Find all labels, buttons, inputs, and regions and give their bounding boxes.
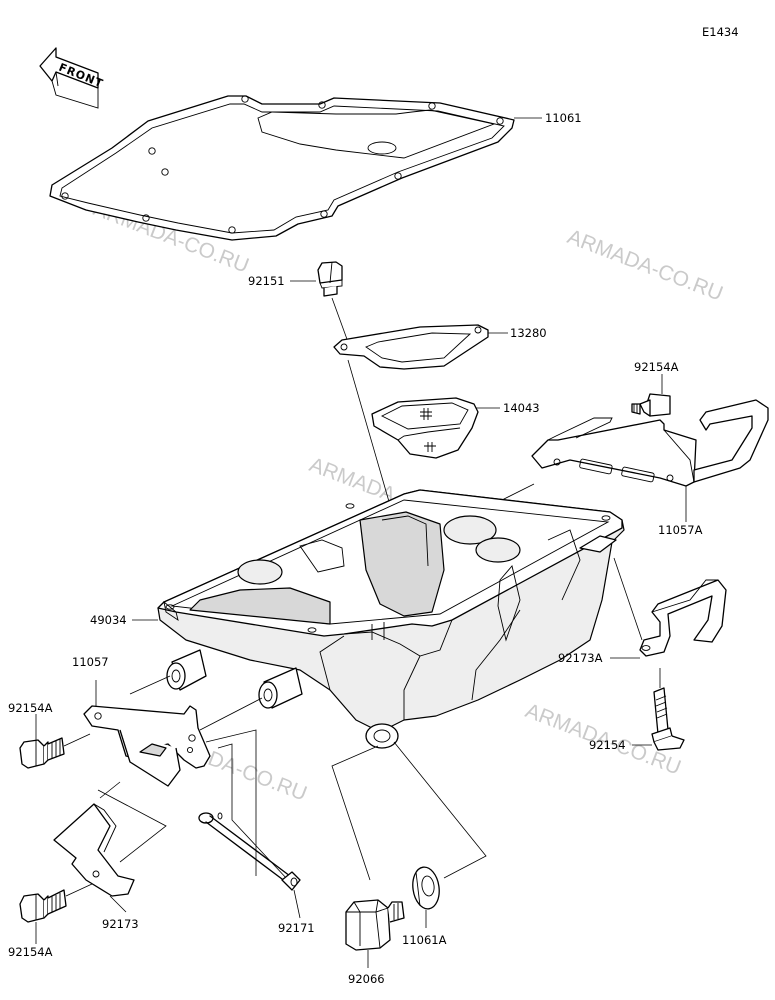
front-arrow-icon: FRONT bbox=[39, 47, 105, 109]
drain-plug-92066 bbox=[345, 899, 405, 951]
label-13280: 13280 bbox=[510, 326, 547, 340]
label-11057A: 11057A bbox=[658, 523, 703, 537]
label-11061: 11061 bbox=[545, 111, 582, 125]
label-92154: 92154 bbox=[589, 738, 626, 752]
label-92151: 92151 bbox=[248, 274, 285, 288]
label-49034: 49034 bbox=[90, 613, 127, 627]
bolt-92154A-left-top bbox=[19, 737, 65, 769]
oil-pan-49034 bbox=[157, 489, 625, 749]
clamp-92173 bbox=[53, 803, 135, 897]
front-label: FRONT bbox=[57, 61, 105, 91]
clamp-92173A bbox=[639, 579, 727, 657]
bolt-92154A-left-bottom bbox=[19, 889, 67, 923]
bolt-92154A-right bbox=[631, 393, 671, 417]
label-92171: 92171 bbox=[278, 921, 315, 935]
bolt-92151 bbox=[317, 261, 343, 297]
label-14043: 14043 bbox=[503, 401, 540, 415]
label-92066: 92066 bbox=[348, 972, 385, 986]
label-92173: 92173 bbox=[102, 917, 139, 931]
gasket-11061 bbox=[49, 95, 515, 241]
label-11061A: 11061A bbox=[402, 933, 447, 947]
pin-92171 bbox=[198, 812, 301, 891]
label-11057: 11057 bbox=[72, 655, 109, 669]
bolt-92154 bbox=[651, 687, 685, 751]
strainer-14043 bbox=[371, 397, 479, 459]
bracket-11057 bbox=[83, 705, 211, 787]
bracket-11057A bbox=[531, 399, 769, 487]
label-92154A-left-top: 92154A bbox=[8, 701, 53, 715]
diagram-code: E1434 bbox=[702, 25, 739, 39]
plate-13280 bbox=[333, 324, 489, 370]
watermark: ARMADA-CO.RU bbox=[564, 225, 726, 305]
label-92173A: 92173A bbox=[558, 651, 603, 665]
washer-11061A bbox=[412, 866, 440, 910]
label-92154A-left-bottom: 92154A bbox=[8, 945, 53, 959]
label-92154A-right-top: 92154A bbox=[634, 360, 679, 374]
